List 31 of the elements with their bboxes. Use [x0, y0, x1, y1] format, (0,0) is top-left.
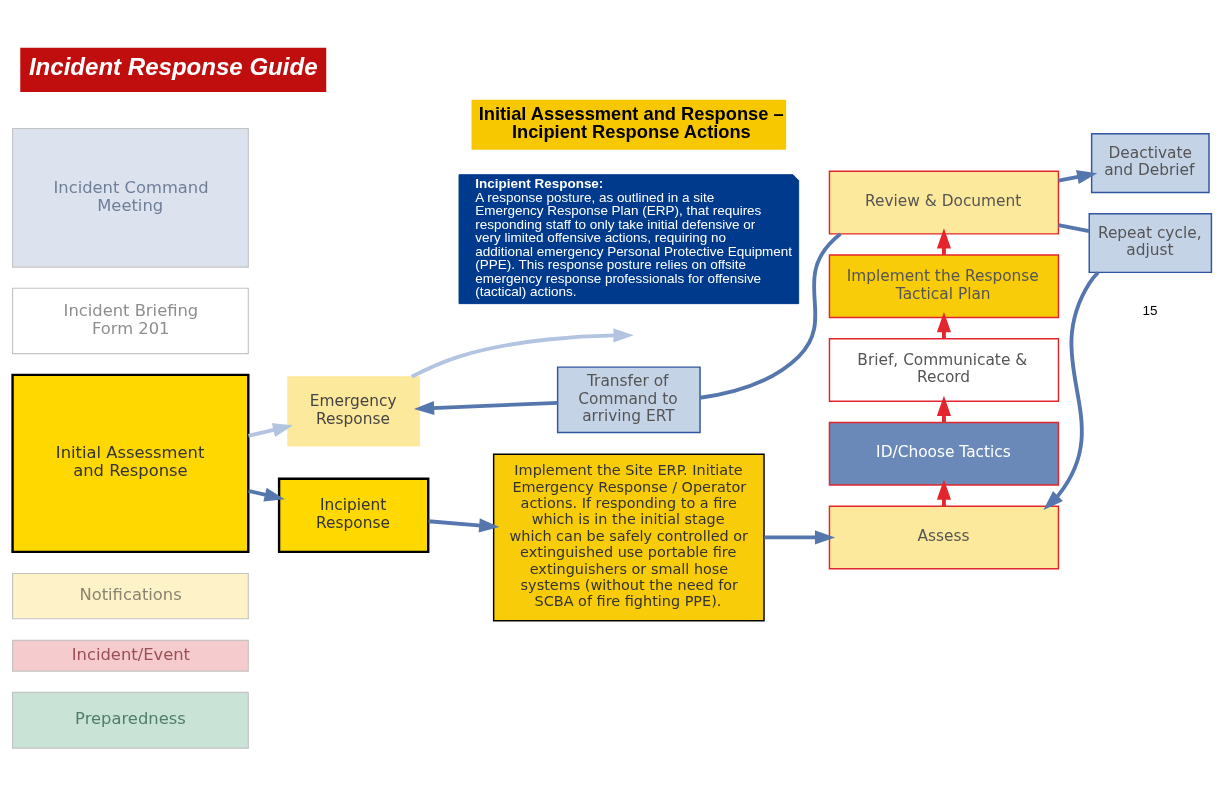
label: Initial Assessment and Response – Incipient Response Actions: [478, 103, 784, 143]
label: 15: [1142, 302, 1158, 318]
arrow: [428, 518, 500, 533]
arrow: [410, 328, 634, 379]
connector: [1058, 223, 1090, 233]
node-box: Brief, Communicate & Record: [828, 338, 1060, 402]
node-box: Initial Assessment and Response: [11, 373, 250, 554]
arrow: [1058, 170, 1098, 184]
node-box: Repeat cycle, adjust: [1088, 212, 1213, 274]
node-box: Review & Document: [828, 170, 1060, 235]
arrow: [248, 487, 285, 502]
node-box: Deactivate and Debrief: [1090, 133, 1210, 194]
node-box: Transfer of Command to arriving ERT: [556, 366, 701, 434]
node-box: Preparedness: [12, 691, 249, 749]
node-box: Implement the Response Tactical Plan: [828, 254, 1060, 319]
node-box: Incident Command Meeting: [12, 127, 249, 268]
node-box: Incipient Response: [277, 477, 430, 554]
arrow: [248, 423, 294, 438]
arrow: [1043, 271, 1100, 511]
diagram-title: Incident Response Guide: [28, 52, 318, 80]
arrow: [936, 311, 952, 339]
node-box: Notifications: [12, 572, 249, 620]
node-box: Incident/Event: [12, 639, 249, 672]
arrow: [413, 400, 558, 416]
arrow: [764, 530, 836, 545]
node-box: Incident Briefing Form 201: [12, 287, 249, 355]
node-box: Assess: [828, 505, 1060, 570]
node-box: ID/Choose Tactics: [828, 421, 1060, 486]
connector: [699, 232, 842, 400]
node-box: Emergency Response: [287, 376, 421, 447]
node-box: Implement the Site ERP. Initiate Emergency Response / Operator actions. If responding to a fire which is in the initial stage which can be safely controlled or extinguished use portable fire extinguishers or small hose systems (without the need for SCBA of fire fighting PPE).: [492, 453, 765, 622]
